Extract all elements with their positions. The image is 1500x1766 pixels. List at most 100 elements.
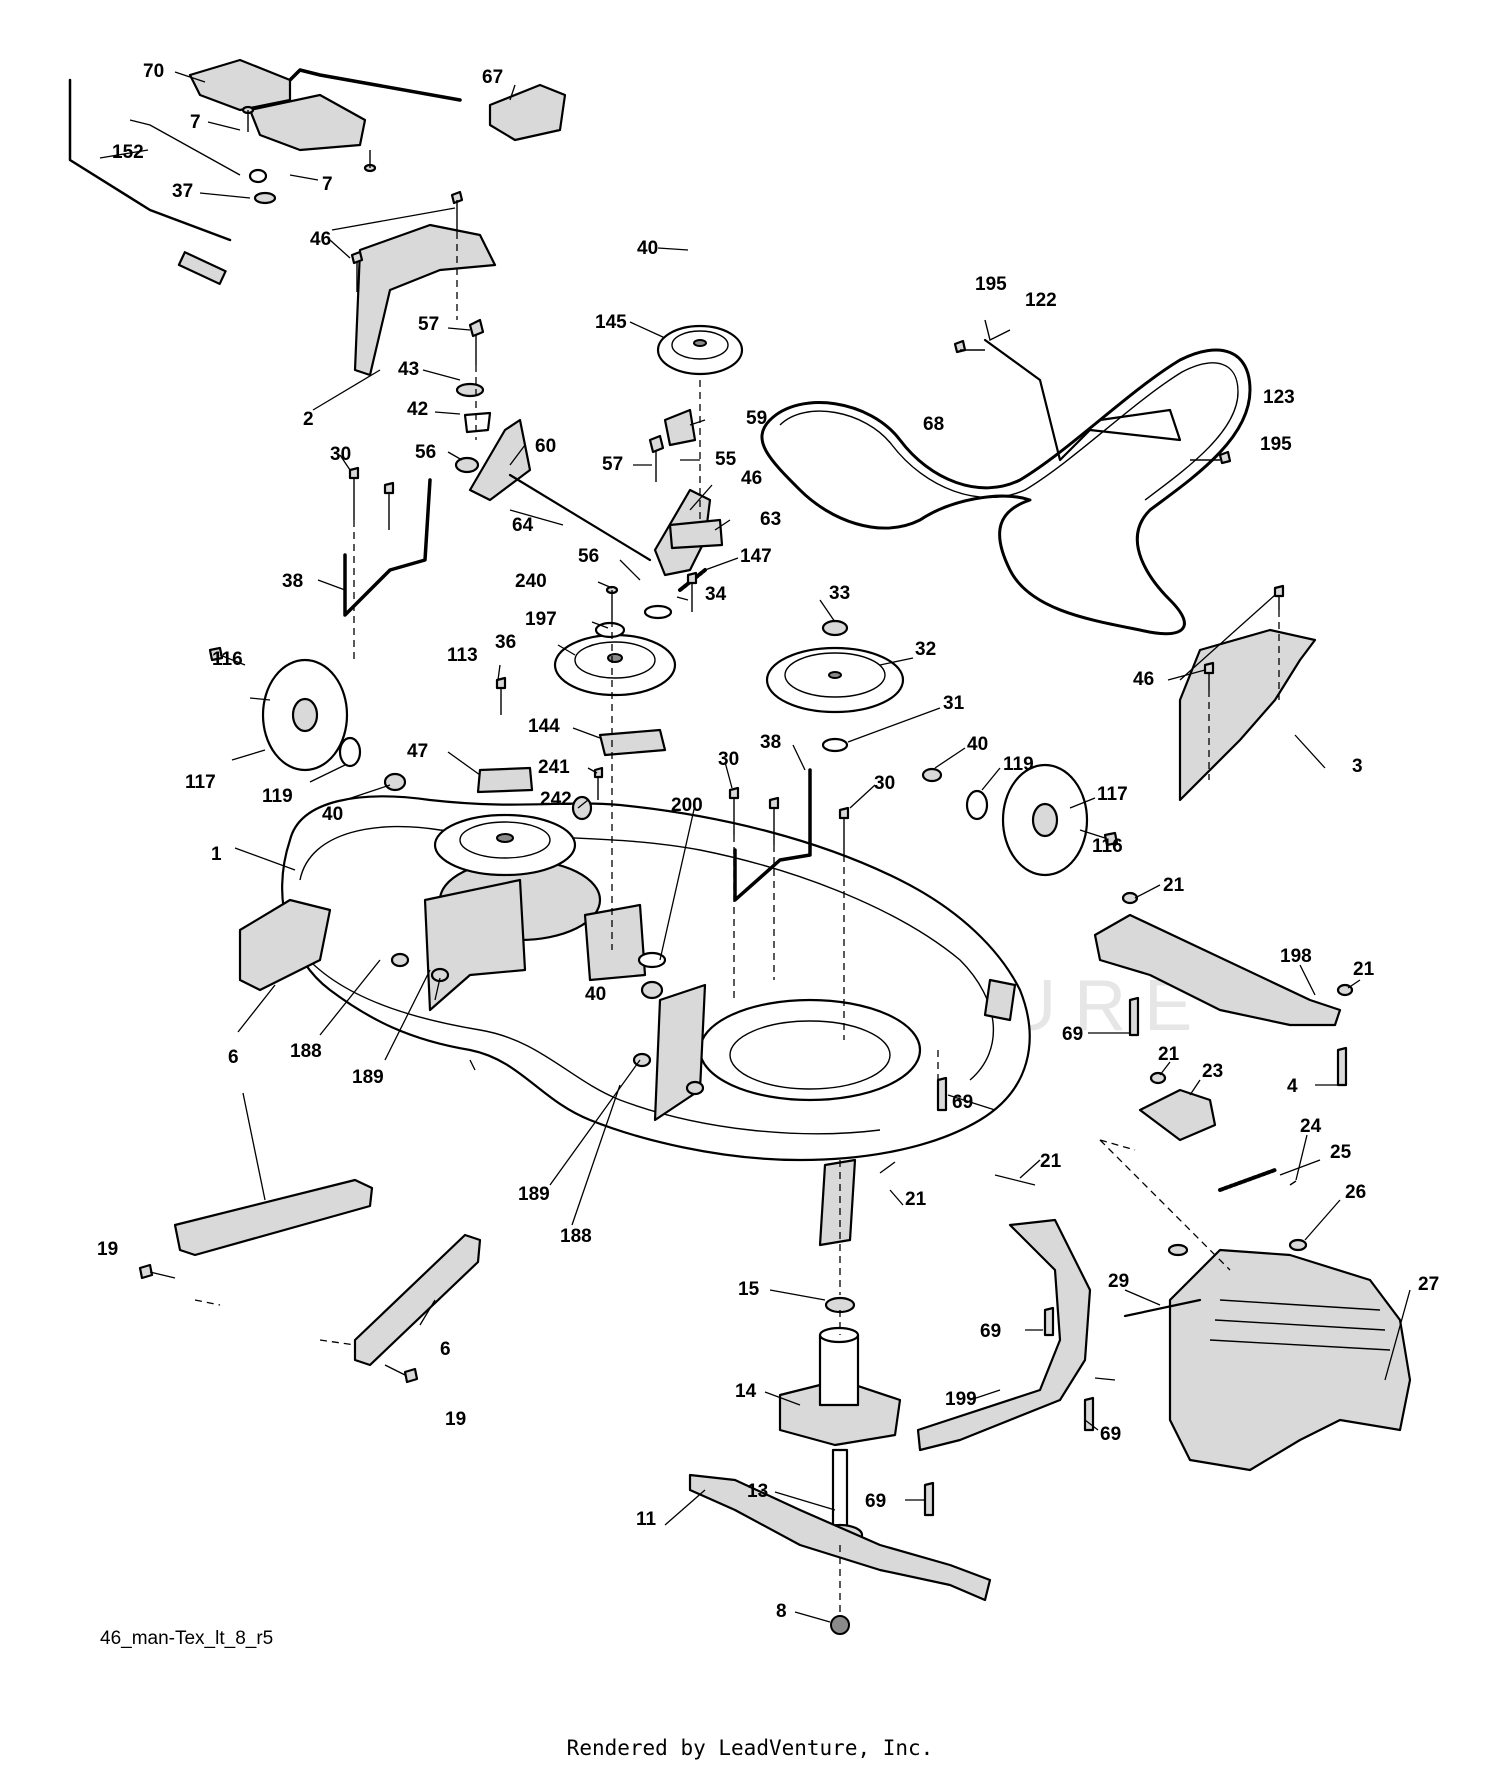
label-29: 29 — [1108, 1271, 1129, 1292]
label-37: 37 — [172, 181, 193, 202]
drive-belt-inner — [779, 362, 1239, 501]
label-123: 123 — [1263, 387, 1295, 408]
deck-wheel-left — [261, 658, 349, 772]
label-32: 32 — [915, 639, 936, 660]
label-188: 188 — [560, 1226, 592, 1247]
wheel-bracket-left — [343, 478, 432, 617]
label-63: 63 — [760, 509, 781, 530]
bracket-59 — [663, 408, 697, 447]
label-70: 70 — [143, 61, 164, 82]
washer-119-left — [338, 736, 362, 768]
label-19: 19 — [445, 1409, 466, 1430]
label-116: 116 — [1092, 836, 1123, 857]
label-38: 38 — [760, 732, 781, 753]
discharge-chute-27 — [1168, 1248, 1412, 1472]
label-200: 200 — [671, 795, 703, 816]
label-25: 25 — [1330, 1142, 1352, 1163]
label-21: 21 — [1040, 1151, 1062, 1172]
label-55: 55 — [715, 449, 737, 470]
bracket-47 — [476, 766, 534, 794]
label-30: 30 — [874, 773, 895, 794]
label-36: 36 — [495, 632, 516, 653]
label-40: 40 — [322, 804, 343, 825]
label-147: 147 — [740, 546, 772, 567]
label-6: 6 — [228, 1047, 239, 1068]
label-30: 30 — [330, 444, 351, 465]
label-189: 189 — [518, 1184, 550, 1205]
label-69: 69 — [980, 1321, 1001, 1342]
label-21: 21 — [1163, 875, 1185, 896]
label-26: 26 — [1345, 1182, 1366, 1203]
idler-arm — [983, 319, 1182, 462]
label-6: 6 — [440, 1339, 451, 1360]
washer-119-right — [965, 789, 989, 821]
deck-wheel-right — [1001, 763, 1089, 877]
label-7: 7 — [190, 112, 201, 133]
idler-bracket-60 — [468, 418, 532, 502]
deck-pulley — [433, 813, 577, 877]
label-56: 56 — [578, 546, 599, 567]
idler-pulley-36 — [553, 633, 677, 697]
label-197: 197 — [525, 609, 557, 630]
label-145: 145 — [595, 312, 627, 333]
lift-assembly — [68, 58, 462, 286]
label-69: 69 — [1062, 1024, 1083, 1045]
label-69: 69 — [1100, 1424, 1121, 1445]
drive-belt — [760, 348, 1252, 636]
label-57: 57 — [418, 314, 439, 335]
idler-pulley-145 — [656, 324, 744, 376]
footer-credit: Rendered by LeadVenture, Inc. — [566, 1736, 934, 1760]
label-46: 46 — [1133, 669, 1154, 690]
label-199: 199 — [945, 1389, 977, 1410]
label-3: 3 — [1352, 756, 1363, 777]
label-67: 67 — [482, 67, 503, 88]
hanger-bracket-199 — [916, 1218, 1092, 1452]
label-195: 195 — [975, 274, 1007, 295]
label-198: 198 — [1280, 946, 1312, 967]
label-241: 241 — [538, 757, 570, 778]
label-69: 69 — [865, 1491, 886, 1512]
label-21: 21 — [1353, 959, 1375, 980]
part-labels: 70 7 7 152 37 67 46 2 57 43 42 56 60 30 … — [97, 61, 1439, 1622]
label-13: 13 — [747, 1481, 768, 1502]
label-24: 24 — [1300, 1116, 1322, 1137]
bracket-63 — [668, 518, 724, 550]
assembly-lines — [194, 232, 1280, 1615]
label-14: 14 — [735, 1381, 757, 1402]
label-23: 23 — [1202, 1061, 1223, 1082]
label-43: 43 — [398, 359, 419, 380]
right-belt-cover — [1178, 628, 1317, 802]
label-64: 64 — [512, 515, 534, 536]
spring-42 — [463, 411, 492, 434]
left-belt-cover — [353, 223, 497, 377]
label-21: 21 — [1158, 1044, 1180, 1065]
mower-deck — [238, 795, 1031, 1247]
bracket-144 — [598, 728, 667, 757]
spindle-pulley-32 — [765, 646, 905, 714]
label-122: 122 — [1025, 290, 1057, 311]
idler-rod-64 — [508, 473, 652, 562]
label-144: 144 — [528, 716, 560, 737]
label-69: 69 — [952, 1092, 973, 1113]
label-30: 30 — [718, 749, 739, 770]
diagram-code: 46_man-Tex_lt_8_r5 — [100, 1628, 274, 1649]
label-11: 11 — [636, 1509, 657, 1530]
label-40: 40 — [585, 984, 606, 1005]
label-21: 21 — [905, 1189, 927, 1210]
label-27: 27 — [1418, 1274, 1439, 1295]
label-119: 119 — [1003, 754, 1034, 775]
deck-hanger-upper — [173, 1178, 374, 1257]
label-4: 4 — [1287, 1076, 1298, 1097]
label-19: 19 — [97, 1239, 118, 1260]
label-68: 68 — [923, 414, 944, 435]
label-42: 42 — [407, 399, 428, 420]
label-47: 47 — [407, 741, 428, 762]
label-40: 40 — [967, 734, 988, 755]
label-60: 60 — [535, 436, 556, 457]
rod-29 — [1123, 1298, 1202, 1318]
mower-blade-11 — [688, 1473, 992, 1602]
blade-bolt-8 — [830, 1615, 850, 1635]
spring-25 — [1218, 1168, 1277, 1192]
hardware — [138, 105, 1354, 1517]
label-240: 240 — [515, 571, 547, 592]
